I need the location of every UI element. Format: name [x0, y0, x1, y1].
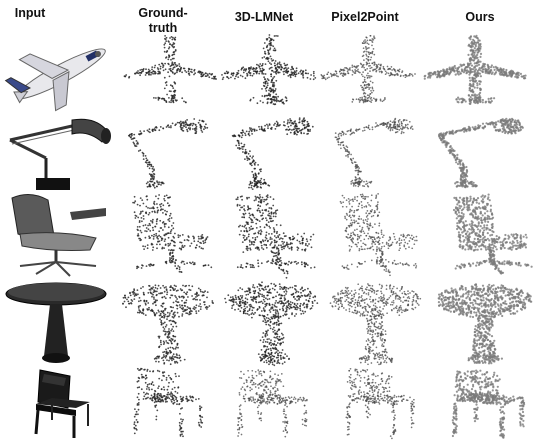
pointcloud-table-ours — [432, 280, 536, 368]
pointcloud-table-3dlmnet — [222, 280, 322, 368]
pointcloud-lamp-groundtruth — [120, 112, 224, 192]
header-pixel2point: Pixel2Point — [331, 10, 399, 24]
pointcloud-airplane-3dlmnet — [220, 30, 320, 110]
pointcloud-table-groundtruth — [118, 280, 218, 368]
header-ground-truth-line2: truth — [148, 21, 178, 35]
pointcloud-airplane-3dlmnet-svg — [221, 34, 317, 106]
pointcloud-table-pixel2point-svg — [329, 283, 422, 366]
pointcloud-chair-pixel2point-svg — [339, 193, 418, 277]
pointcloud-chair-ours-svg — [452, 193, 533, 275]
pointcloud-chair-3dlmnet-svg — [235, 194, 316, 279]
pointcloud-chair-3dlmnet — [222, 190, 326, 279]
pointcloud-airplane-groundtruth — [120, 30, 220, 110]
pointcloud-airplane-ours — [420, 30, 530, 110]
pointcloud-chair2-groundtruth-svg — [133, 367, 204, 438]
pointcloud-table-groundtruth-svg — [122, 284, 214, 366]
pointcloud-chair2-3dlmnet-svg — [236, 369, 308, 438]
input-image-lamp — [2, 112, 120, 192]
input-image-chair-2 — [18, 362, 108, 440]
pointcloud-chair-groundtruth-svg — [132, 194, 213, 273]
pointcloud-chair2-pixel2point — [330, 362, 430, 442]
pointcloud-lamp-pixel2point-svg — [334, 117, 414, 188]
pointcloud-chair2-ours-svg — [451, 369, 526, 439]
input-image-airplane — [2, 30, 118, 112]
pointcloud-chair-groundtruth — [118, 190, 222, 278]
pointcloud-lamp-3dlmnet-svg — [231, 117, 314, 190]
header-input: Input — [14, 6, 46, 20]
pointcloud-chair-ours — [438, 190, 542, 278]
pointcloud-airplane-pixel2point-svg — [320, 34, 416, 104]
input-image-table — [2, 280, 116, 366]
pointcloud-lamp-ours — [430, 112, 540, 192]
pointcloud-table-pixel2point — [326, 280, 426, 368]
pointcloud-chair-pixel2point — [326, 190, 430, 278]
pointcloud-lamp-ours-svg — [437, 117, 524, 189]
header-3d-lmnet: 3D-LMNet — [234, 10, 294, 24]
pointcloud-airplane-ours-svg — [423, 34, 527, 105]
pointcloud-table-ours-svg — [437, 283, 533, 365]
pointcloud-lamp-3dlmnet — [224, 112, 328, 192]
pointcloud-table-3dlmnet-svg — [224, 281, 319, 367]
pointcloud-chair2-ours — [436, 362, 540, 442]
header-ground-truth-line1: Ground- — [138, 6, 188, 20]
input-image-chair — [0, 190, 120, 278]
pointcloud-chair2-groundtruth — [118, 362, 218, 442]
pointcloud-chair2-pixel2point-svg — [345, 367, 415, 440]
pointcloud-airplane-pixel2point — [318, 30, 418, 110]
header-ground-truth: Ground- truth — [128, 6, 198, 36]
pointcloud-lamp-groundtruth-svg — [128, 118, 209, 189]
pointcloud-chair2-3dlmnet — [222, 362, 322, 442]
pointcloud-airplane-groundtruth-svg — [123, 35, 217, 104]
pointcloud-lamp-pixel2point — [326, 112, 430, 192]
header-ours: Ours — [465, 10, 495, 24]
